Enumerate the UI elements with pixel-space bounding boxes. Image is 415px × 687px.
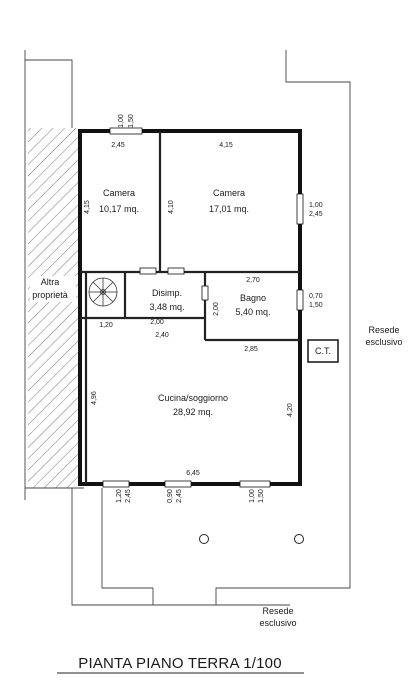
dim-label: 2,45 bbox=[111, 142, 125, 149]
room-2-area: 17,01 mq. bbox=[209, 204, 249, 214]
room-5-area: 28,92 mq. bbox=[173, 407, 213, 417]
dim-label: 2,70 bbox=[246, 277, 260, 284]
proprieta-label: proprietà bbox=[32, 290, 68, 300]
dim-label: 1,50 bbox=[258, 489, 265, 503]
dim-label: 1,50 bbox=[128, 114, 135, 128]
dim-label: 1,00 bbox=[118, 114, 125, 128]
altra-label-mask bbox=[30, 276, 76, 302]
site-boundary bbox=[24, 50, 351, 606]
dim-label: 2,00 bbox=[150, 319, 164, 326]
room-4-area: 5,40 mq. bbox=[235, 307, 270, 317]
dim-label: 2,45 bbox=[125, 489, 132, 503]
dim-label: 0,70 bbox=[309, 293, 323, 300]
ct-box bbox=[307, 339, 339, 363]
door-camera bbox=[139, 267, 157, 275]
dim-label: 1,20 bbox=[116, 489, 123, 503]
room-2-name: Camera bbox=[213, 188, 245, 198]
dim-label: 1,20 bbox=[99, 322, 113, 329]
altra-label: Altra bbox=[41, 277, 60, 287]
dim-label: 1,00 bbox=[309, 202, 323, 209]
esclusivo-bottom-label: esclusivo bbox=[259, 618, 296, 628]
room-4-name: Bagno bbox=[240, 293, 266, 303]
window-top bbox=[109, 127, 143, 135]
hatched-neighbour-area bbox=[28, 128, 78, 488]
ct-label: C.T. bbox=[315, 346, 331, 356]
dim-label: 4,20 bbox=[287, 403, 294, 417]
window-right-bagno bbox=[296, 289, 304, 311]
door-bottom bbox=[164, 480, 192, 488]
dim-label: 2,00 bbox=[213, 302, 220, 316]
dim-label: 2,85 bbox=[244, 346, 258, 353]
dim-label: 0,90 bbox=[167, 489, 174, 503]
door-bagno bbox=[201, 285, 209, 301]
dim-label: 4,10 bbox=[168, 200, 175, 214]
spiral-staircase bbox=[88, 277, 118, 307]
window-bottom-2 bbox=[239, 480, 271, 488]
dim-label: 1,50 bbox=[309, 302, 323, 309]
dim-label: 2,45 bbox=[309, 211, 323, 218]
dim-label: 2,40 bbox=[155, 332, 169, 339]
dim-label: 6,45 bbox=[186, 470, 200, 477]
esclusivo-right-label: esclusivo bbox=[365, 337, 402, 347]
room-3-name: Disimp. bbox=[152, 288, 182, 298]
resede-bottom-label: Resede bbox=[262, 606, 293, 616]
plan-title: PIANTA PIANO TERRA 1/100 bbox=[78, 655, 282, 672]
dimension-labels: 2,45 4,15 1,00 1,50 4,15 4,10 1,00 2,45 … bbox=[84, 114, 323, 503]
dim-label: 4,15 bbox=[219, 142, 233, 149]
room-1-name: Camera bbox=[103, 188, 135, 198]
interior-walls bbox=[80, 131, 300, 484]
garden-post bbox=[294, 534, 304, 544]
room-1-area: 10,17 mq. bbox=[99, 204, 139, 214]
door-disimp bbox=[167, 267, 185, 275]
dim-label: 4,15 bbox=[84, 200, 91, 214]
dim-label: 4,96 bbox=[91, 391, 98, 405]
window-right-camera bbox=[296, 193, 304, 225]
openings bbox=[102, 127, 304, 488]
window-bottom-1 bbox=[102, 480, 130, 488]
room-5-name: Cucina/soggiorno bbox=[158, 393, 228, 403]
dim-label: 1,00 bbox=[249, 489, 256, 503]
room-3-area: 3,48 mq. bbox=[149, 302, 184, 312]
resede-right-label: Resede bbox=[368, 325, 399, 335]
dim-label: 2,45 bbox=[176, 489, 183, 503]
garden-post bbox=[199, 534, 209, 544]
exterior-walls bbox=[78, 129, 302, 486]
